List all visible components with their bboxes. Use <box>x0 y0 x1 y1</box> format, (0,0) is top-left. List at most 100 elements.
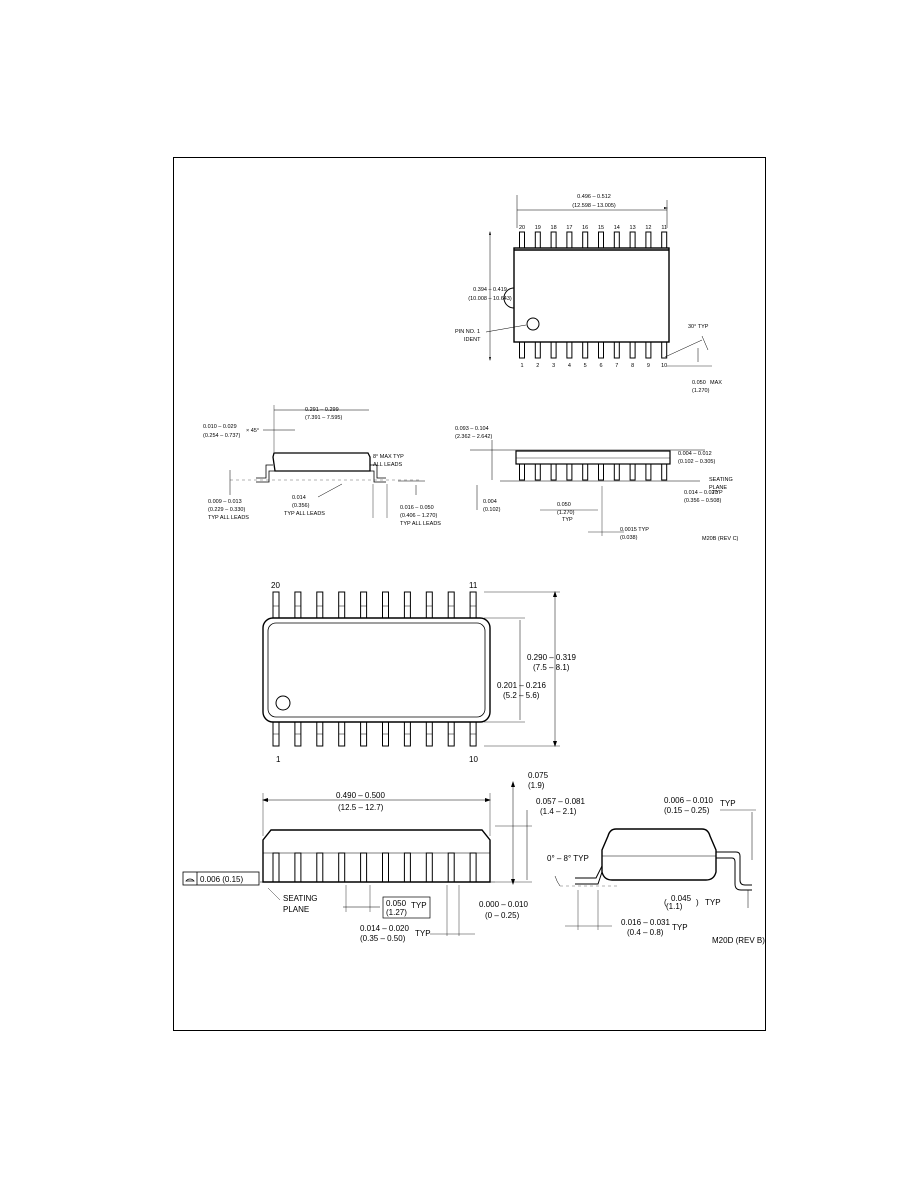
svg-text:(1.4 – 2.1): (1.4 – 2.1) <box>540 807 577 816</box>
sv2-height: 0.075 <box>528 771 549 780</box>
lead <box>550 341 557 359</box>
lead <box>425 852 433 883</box>
svg-text:(1.9): (1.9) <box>528 781 545 790</box>
lead <box>661 463 668 481</box>
ev1-base: 0.004 <box>483 499 497 505</box>
ev1-standoff: 0.004 – 0.012 <box>678 451 712 457</box>
svg-text:TYP ALL LEADS: TYP ALL LEADS <box>208 515 249 521</box>
lead <box>550 231 557 249</box>
sv1-body: 0.291 – 0.299 <box>305 407 339 413</box>
flatness-value: 0.006 (0.15) <box>200 875 243 884</box>
lead <box>613 231 620 249</box>
pin-number: 6 <box>599 363 602 369</box>
lead <box>272 591 280 619</box>
svg-text:(0.229 – 0.330): (0.229 – 0.330) <box>208 507 245 513</box>
top-leads <box>519 231 668 249</box>
svg-text:(0.35 – 0.50): (0.35 – 0.50) <box>360 934 406 943</box>
lead <box>403 591 411 619</box>
lead <box>316 852 324 883</box>
sv1-lead-thick: 0.009 – 0.013 <box>208 499 242 505</box>
lead <box>629 463 636 481</box>
svg-text:(1.270): (1.270) <box>692 388 710 394</box>
sv1-chamfer: 0.010 – 0.029 <box>203 424 237 430</box>
pin-number: 2 <box>536 363 539 369</box>
svg-text:TYP: TYP <box>562 517 573 523</box>
sv1-foot-len: 0.016 – 0.050 <box>400 505 434 511</box>
lead <box>629 231 636 249</box>
end-view-m20b: 0.093 – 0.104 (2.362 – 2.642) 0.004 – 0.… <box>455 426 739 542</box>
pin-number: 4 <box>568 363 571 369</box>
lead <box>661 341 668 359</box>
tv1-length-mm: (12.598 – 13.005) <box>572 203 616 209</box>
lead <box>360 852 368 883</box>
svg-text:(1.27): (1.27) <box>386 908 407 917</box>
svg-text:× 45°: × 45° <box>246 428 259 434</box>
lead <box>550 463 557 481</box>
sv2-pitch: 0.050 <box>386 899 407 908</box>
side-view-m20b: 0.291 – 0.299 (7.391 – 7.595) 0.010 – 0.… <box>203 405 441 527</box>
pin-number: 14 <box>614 225 620 231</box>
lead <box>519 231 525 249</box>
ev1-flat: 0.0015 TYP <box>620 527 649 533</box>
ev1-pitch: 0.050 <box>557 502 571 508</box>
lead <box>566 463 573 481</box>
ev2-angle: 0° – 8° TYP <box>547 854 589 863</box>
svg-text:PLANE: PLANE <box>709 485 727 491</box>
svg-text:(0.356 – 0.508): (0.356 – 0.508) <box>684 498 721 504</box>
lead <box>447 591 455 619</box>
svg-text:(0.356): (0.356) <box>292 503 310 509</box>
lead <box>613 463 620 481</box>
lead <box>598 341 604 359</box>
pin-tip: 0.050 <box>692 380 706 386</box>
lead <box>447 852 455 883</box>
lead <box>338 852 346 883</box>
sv2-lead-w: 0.014 – 0.020 <box>360 924 409 933</box>
tv1-width-mm: (10.008 – 10.643) <box>468 296 512 302</box>
lead <box>598 463 604 481</box>
pin1-ident-2: IDENT <box>464 337 481 343</box>
tv2-body: 0.201 – 0.216 <box>497 681 546 690</box>
lead <box>645 463 652 481</box>
svg-text:(1.270): (1.270) <box>557 510 575 516</box>
end-view-m20d: 0.006 – 0.010 TYP (0.15 – 0.25) 0° – 8° … <box>547 796 765 945</box>
pin-number: 20 <box>519 225 525 231</box>
lead <box>519 463 525 481</box>
lead <box>403 852 411 883</box>
ev2-foot: 0.016 – 0.031 <box>621 918 670 927</box>
side-view-m20d: 0.490 – 0.500 (12.5 – 12.7) 0.075 (1.9) … <box>182 771 585 943</box>
svg-text:(0 – 0.25): (0 – 0.25) <box>485 911 520 920</box>
svg-text:(12.5 – 12.7): (12.5 – 12.7) <box>338 803 384 812</box>
ev2-thick: 0.006 – 0.010 <box>664 796 713 805</box>
pin-number: 13 <box>630 225 636 231</box>
lead <box>272 852 280 883</box>
bottom-leads <box>272 721 477 747</box>
svg-text:PLANE: PLANE <box>283 905 309 914</box>
lead <box>645 231 652 249</box>
side-view-leads <box>272 852 477 883</box>
svg-text:TYP: TYP <box>720 799 736 808</box>
ev1-lead-w: 0.014 – 0.020 <box>684 490 718 496</box>
pin-number: 17 <box>566 225 572 231</box>
lead <box>382 591 389 619</box>
svg-text:(0.15 – 0.25): (0.15 – 0.25) <box>664 806 710 815</box>
svg-text:TYP: TYP <box>712 490 723 496</box>
tv2-pin-11: 11 <box>469 581 478 590</box>
svg-text:(7.391 – 7.595): (7.391 – 7.595) <box>305 415 342 421</box>
drawing-frame <box>173 157 766 1031</box>
pin-number: 9 <box>647 363 650 369</box>
pin-number: 5 <box>584 363 587 369</box>
svg-text:(7.5 – 8.1): (7.5 – 8.1) <box>533 663 570 672</box>
lead <box>582 231 589 249</box>
lead <box>360 591 368 619</box>
svg-text:(0.102 – 0.305): (0.102 – 0.305) <box>678 459 715 465</box>
lead <box>534 463 541 481</box>
pin-number: 15 <box>598 225 604 231</box>
tv2-pin-10: 10 <box>469 755 478 764</box>
tv1-angle: 30° TYP <box>688 324 709 330</box>
pin-number: 11 <box>661 225 667 231</box>
lead <box>534 341 541 359</box>
svg-text:(0.406 – 1.270): (0.406 – 1.270) <box>400 513 437 519</box>
